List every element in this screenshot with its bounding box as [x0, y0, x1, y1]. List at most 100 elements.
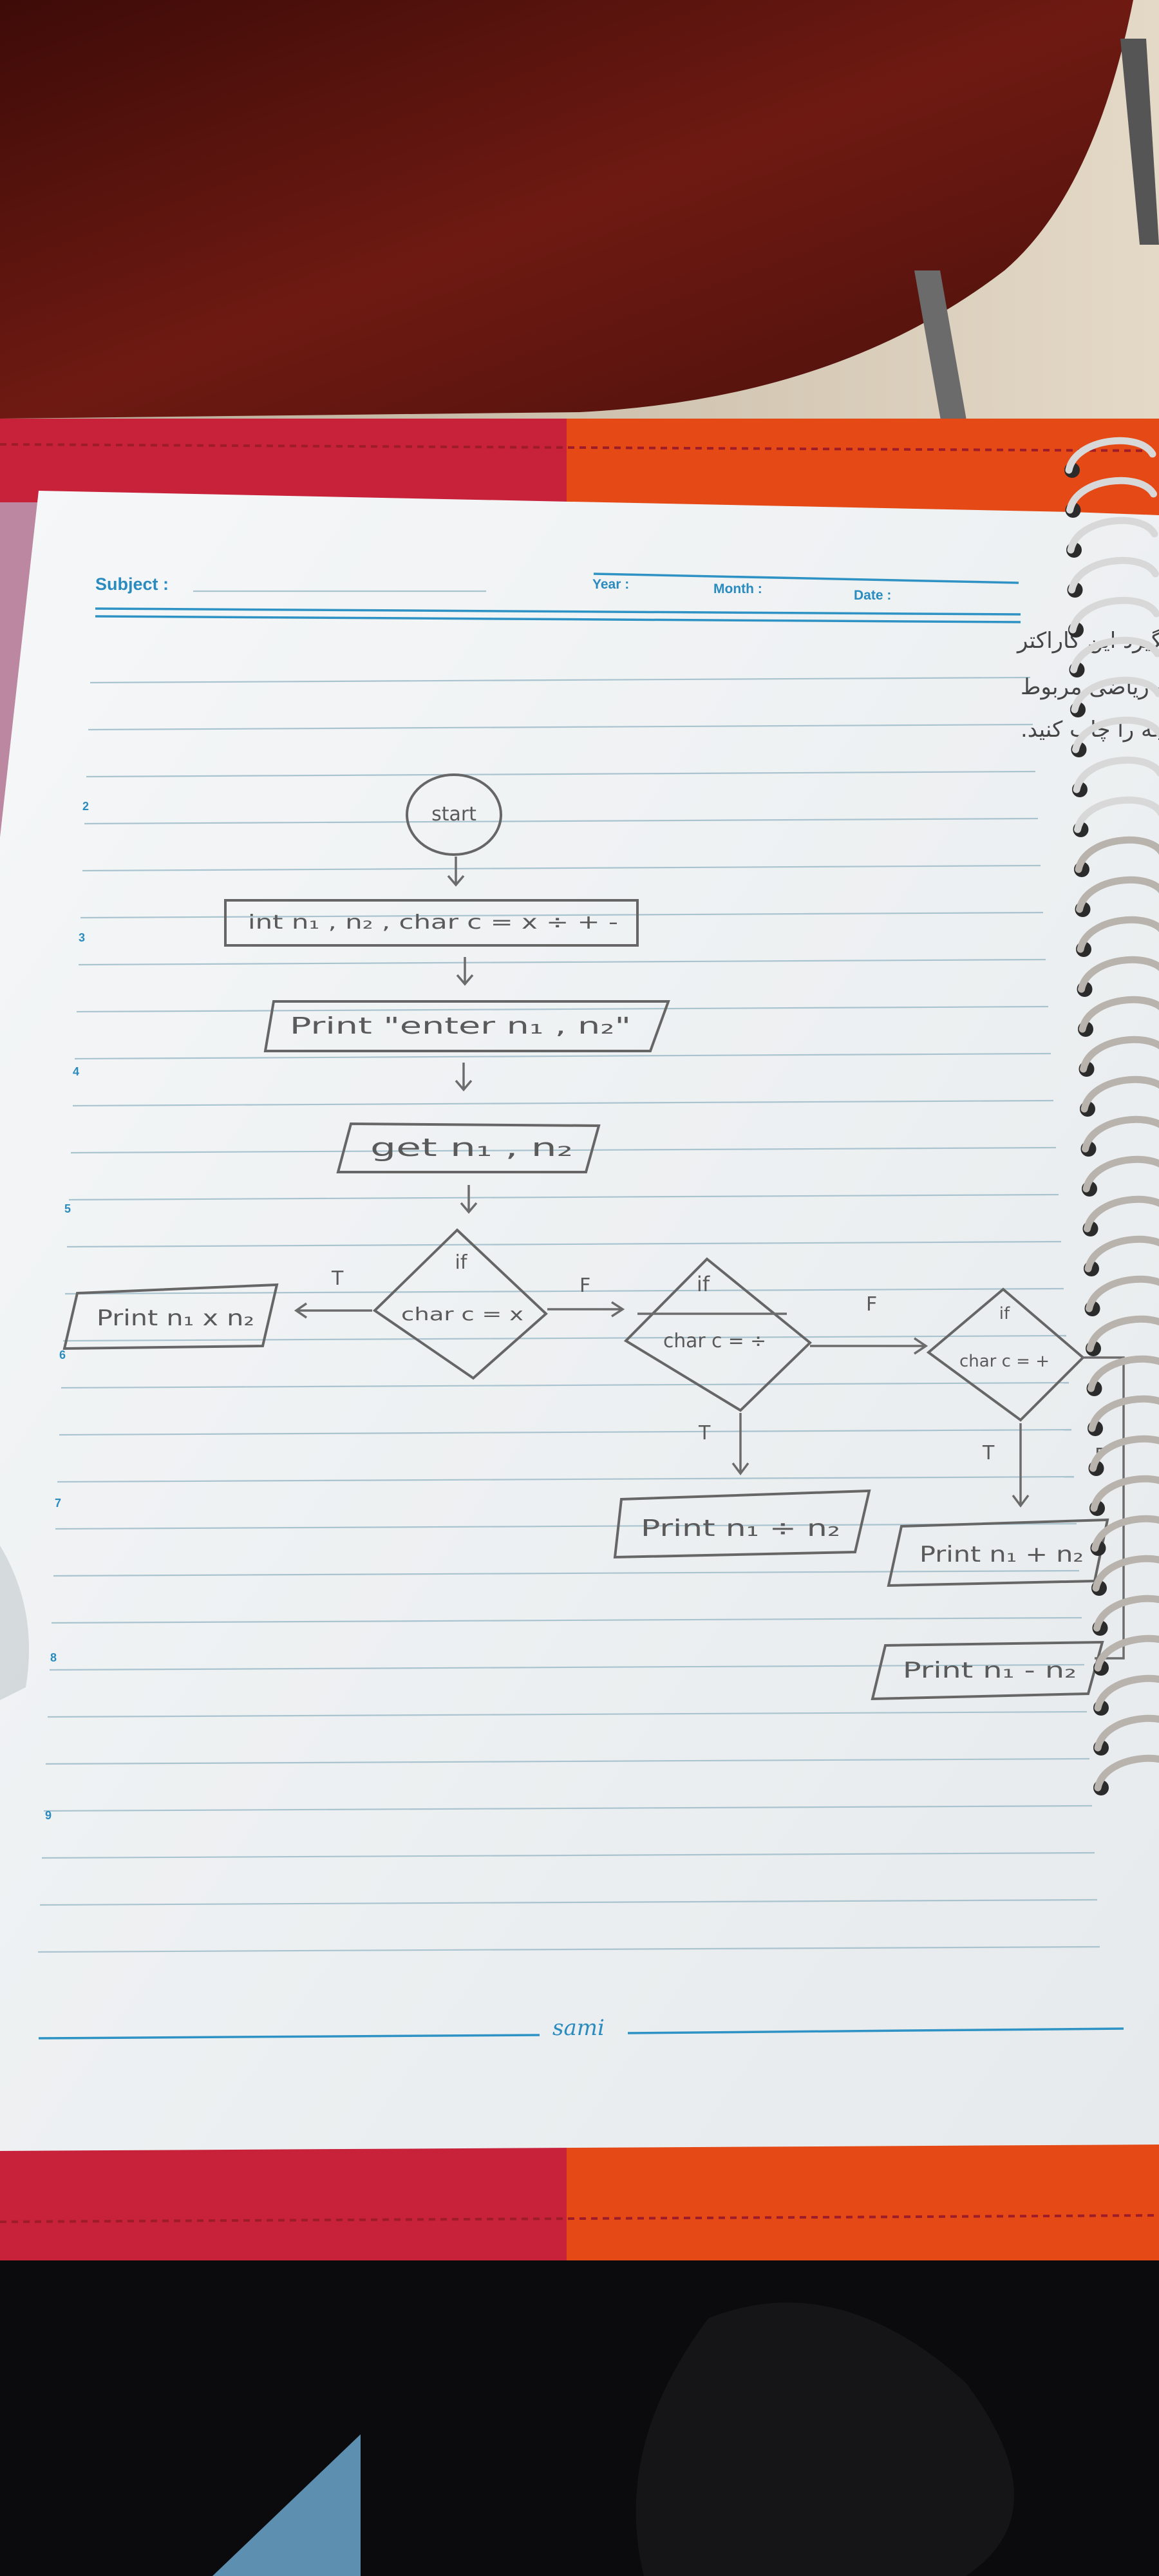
arrow-start-declare [447, 857, 465, 887]
ruled-line [78, 958, 1046, 966]
spiral-ring [1091, 1515, 1159, 1552]
spiral-ring [1073, 756, 1159, 793]
decision-1 [372, 1228, 548, 1380]
decision-2-false-label: F [866, 1293, 877, 1316]
ruled-line [51, 1616, 1082, 1624]
arrow-decision3-false [1082, 1356, 1125, 1660]
spiral-ring [1065, 437, 1156, 474]
spiral-ring [1090, 1475, 1159, 1512]
decision-3-true-label: T [982, 1442, 995, 1464]
date-label: Date : [854, 588, 891, 603]
decision-2-true-label: T [698, 1422, 711, 1444]
ruled-line [64, 1287, 1064, 1295]
line-number-5: 5 [64, 1202, 71, 1215]
spiral-ring [1078, 956, 1159, 993]
spiral-ring [1089, 1435, 1159, 1472]
decision-1-true-label: T [331, 1267, 344, 1290]
spiral-ring [1094, 1714, 1159, 1752]
arrow-declare-prompt [456, 957, 474, 986]
output-subtract [871, 1640, 1104, 1701]
input-label: get n₁ , n₂ [370, 1133, 573, 1162]
start-label: start [431, 803, 476, 826]
line-number-2: 2 [82, 800, 89, 813]
output-divide-label: Print n₁ ÷ n₂ [641, 1515, 840, 1542]
prompt-label: Print "enter n₁ , n₂" [290, 1013, 631, 1039]
arrow-prompt-input [455, 1063, 473, 1092]
output-add-label: Print n₁ + n₂ [919, 1542, 1084, 1567]
arrow-decision1-false [547, 1301, 625, 1318]
ruled-line [74, 1052, 1051, 1060]
spiral-binding [1064, 437, 1159, 1795]
spiral-ring [1074, 796, 1159, 833]
spiral-ring [1067, 516, 1158, 554]
output-multiply-label: Print n₁ x n₂ [97, 1305, 254, 1331]
line-number-9: 9 [45, 1809, 52, 1822]
spiral-ring [1071, 676, 1159, 714]
spiral-ring [1086, 1275, 1159, 1312]
ruled-line [47, 1710, 1088, 1718]
ruled-line [57, 1475, 1075, 1483]
spiral-ring [1075, 836, 1159, 873]
ruled-line [37, 1946, 1100, 1953]
ruled-line [68, 1193, 1059, 1201]
arrow-decision2-false [810, 1337, 928, 1355]
spiral-ring [1069, 596, 1159, 634]
blue-object [212, 2434, 361, 2576]
paper-sheet [0, 491, 1159, 2151]
ruled-line [76, 1005, 1049, 1013]
spiral-ring [1094, 1674, 1159, 1712]
spiral-ring [1093, 1595, 1159, 1632]
ruled-line [84, 817, 1039, 825]
month-label: Month : [713, 582, 762, 596]
binder-stitch-bottom [0, 2214, 1159, 2223]
flowchart: start int n₁ , n₂ , char c = x ÷ + - Pri… [62, 773, 1125, 1701]
spiral-ring [1092, 1555, 1159, 1592]
ruled-line [62, 1334, 1067, 1342]
ruled-line [80, 911, 1044, 919]
prompt-io [263, 1000, 670, 1052]
ruled-line [39, 1899, 1098, 1906]
start-terminal [406, 773, 502, 856]
spiral-ring [1079, 996, 1159, 1033]
ruled-line [55, 1522, 1077, 1530]
ruled-line [59, 1428, 1072, 1436]
line-number-6: 6 [59, 1349, 66, 1361]
spiral-ring [1082, 1155, 1159, 1193]
paper-shadow-left [0, 1546, 29, 1700]
line-number-7: 7 [55, 1497, 61, 1510]
ruled-line [53, 1569, 1080, 1577]
spiral-ring [1080, 1036, 1159, 1073]
declare-process [224, 899, 639, 947]
output-divide [613, 1489, 871, 1559]
spiral-ring [1094, 1634, 1159, 1672]
spiral-ring [1088, 1355, 1159, 1392]
arrow-decision2-true [731, 1413, 749, 1475]
spiral-ring [1076, 876, 1159, 913]
notebook-page: Subject : Year : Month : Date : فلوچارت … [0, 491, 1159, 2151]
spiral-ring [1080, 1075, 1159, 1113]
line-number-4: 4 [73, 1065, 79, 1078]
spiral-ring [1084, 1195, 1159, 1233]
ruled-line [61, 1381, 1069, 1389]
spiral-ring [1086, 1315, 1159, 1352]
footer-line-left [38, 2034, 540, 2040]
spiral-ring [1066, 477, 1157, 514]
ruled-line [72, 1099, 1054, 1107]
output-subtract-label: Print n₁ - n₂ [903, 1658, 1077, 1683]
arrow-decision1-true [294, 1302, 372, 1319]
arrow-decision3-true [1012, 1423, 1030, 1508]
chair-leg-2 [1120, 39, 1159, 245]
arrow-input-decision1 [460, 1185, 478, 1214]
spiral-ring [1082, 1115, 1159, 1153]
declare-label: int n₁ , n₂ , char c = x ÷ + - [248, 911, 618, 934]
footer-brand: sami [552, 2015, 605, 2041]
line-number-3: 3 [79, 931, 85, 944]
ruled-line [66, 1240, 1062, 1248]
output-multiply [62, 1283, 279, 1350]
ruled-line [45, 1757, 1090, 1765]
subject-label: Subject : [95, 574, 169, 594]
ruled-line [90, 676, 1031, 684]
spiral-ring [1068, 556, 1159, 594]
